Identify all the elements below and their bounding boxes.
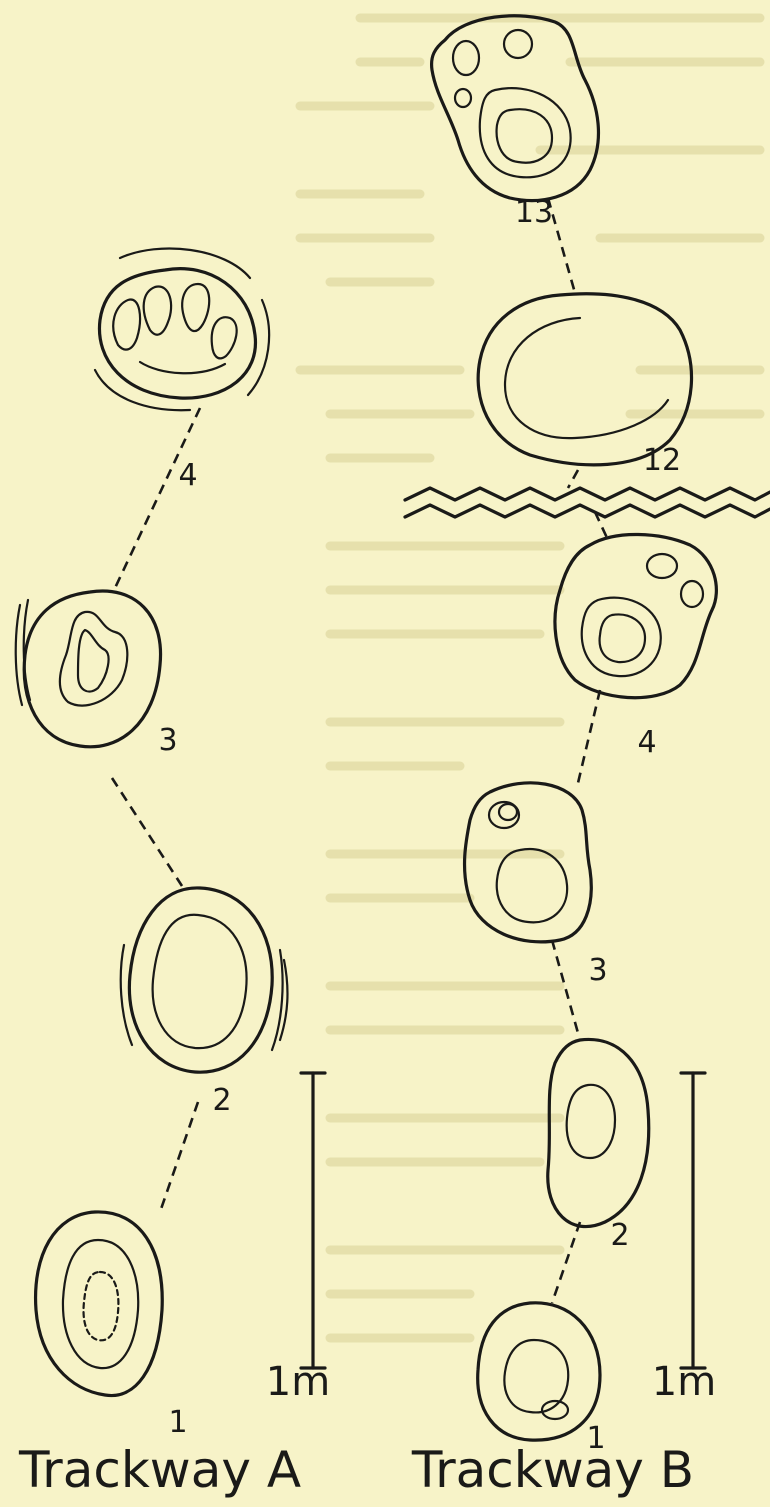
trackway-b-midline	[552, 1222, 580, 1303]
trackway-a-footprint-2: 2	[121, 888, 288, 1118]
trackway-a-label-4: 4	[178, 458, 197, 493]
trackway-b-footprint-3: 3	[465, 783, 608, 988]
trackway-b-label-3: 3	[588, 953, 607, 988]
trackway-b-title: Trackway B	[411, 1441, 694, 1499]
trackway-b-label-2: 2	[610, 1218, 629, 1253]
trackway-b-footprint-4: 4	[555, 534, 716, 760]
trackway-a-label-2: 2	[212, 1083, 231, 1118]
trackway-b-footprint-1: 1	[478, 1303, 606, 1456]
trackway-b-label-13: 13	[515, 195, 553, 230]
trackway-a-footprint-4: 4	[95, 248, 269, 493]
trackway-a-scale-label: 1m	[266, 1359, 330, 1405]
trackway-a-midline	[160, 1102, 198, 1212]
trackway-a-scale-bar: 1m	[266, 1073, 330, 1405]
trackway-a-title: Trackway A	[18, 1441, 301, 1499]
trackway-b-scale-bar: 1m	[652, 1073, 716, 1405]
trackway-a-midline	[112, 778, 182, 886]
trackway-b-midline	[578, 690, 600, 783]
trackway-a-footprint-3: 3	[16, 591, 178, 758]
trackway-b-footprint-12: 12	[478, 294, 691, 478]
trackway-a-footprint-1: 1	[36, 1212, 188, 1440]
trackway-b-label-4: 4	[637, 725, 656, 760]
trackway-a-label-1: 1	[168, 1405, 187, 1440]
trackway-a: 4 3 2 1	[16, 248, 330, 1499]
trackway-b-midline	[568, 470, 578, 488]
trackway-b-footprint-13: 13	[432, 16, 599, 230]
trackway-b-scale-label: 1m	[652, 1359, 716, 1405]
trackway-a-label-3: 3	[158, 723, 177, 758]
trackway-b-break-mark	[405, 488, 770, 517]
trackway-a-midline	[115, 408, 200, 588]
trackway-b-footprint-2: 2	[548, 1039, 649, 1253]
trackway-b-label-12: 12	[643, 443, 681, 478]
